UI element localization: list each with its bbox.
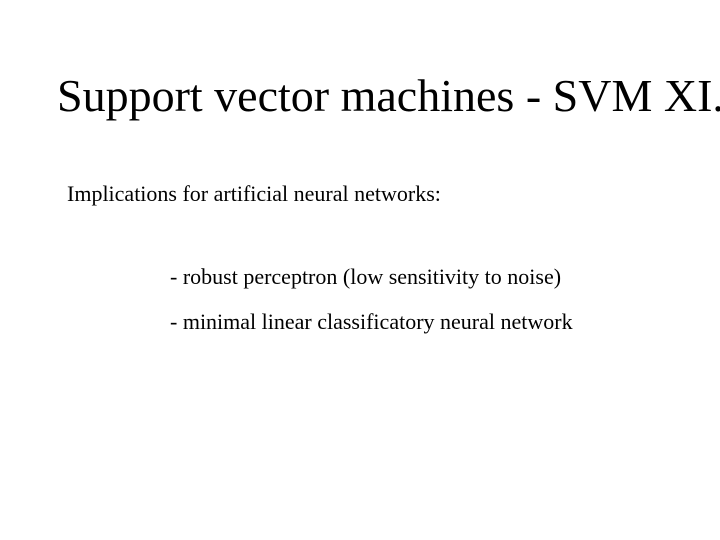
slide-title: Support vector machines - SVM XI. <box>57 70 720 121</box>
bullet-list: - robust perceptron (low sensitivity to … <box>170 263 573 336</box>
intro-text: Implications for artificial neural netwo… <box>67 181 441 206</box>
bullet-item: - robust perceptron (low sensitivity to … <box>170 264 562 289</box>
bullet-item: - minimal linear classificatory neural n… <box>170 309 573 334</box>
